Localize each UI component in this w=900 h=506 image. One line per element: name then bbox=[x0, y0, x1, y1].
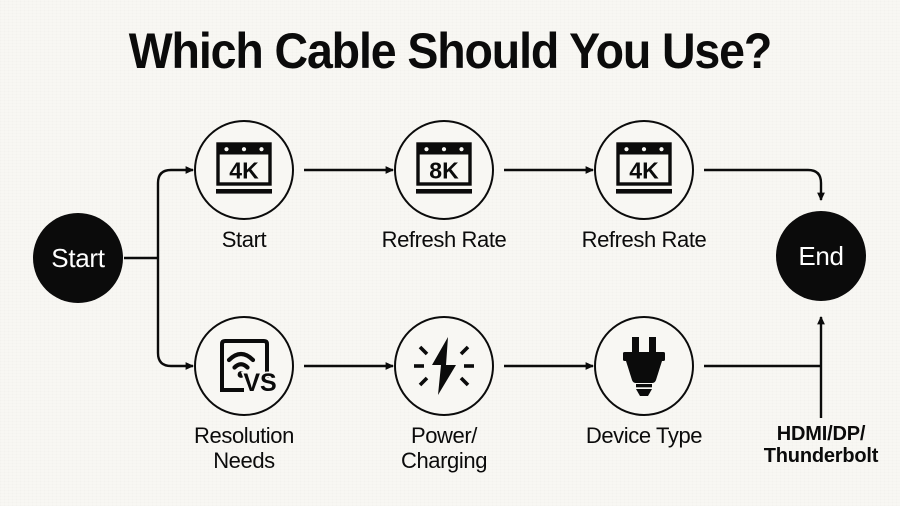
monitor-icon-text: 4K bbox=[629, 158, 659, 184]
step-node-resolution-4k[interactable]: 4K bbox=[194, 120, 294, 220]
step-node-device-type[interactable] bbox=[594, 316, 694, 416]
step-node-power-charging[interactable] bbox=[394, 316, 494, 416]
step-node-refresh-4k[interactable]: 4K bbox=[594, 120, 694, 220]
wire-branch-to-node4 bbox=[156, 258, 194, 370]
screen-wifi-vs-icon: VS bbox=[220, 339, 276, 396]
caption-node-1: Start bbox=[221, 227, 267, 252]
start-node-label: Start bbox=[51, 242, 105, 273]
caption-node-6: Device Type bbox=[585, 423, 703, 448]
lightning-bolt-icon bbox=[414, 337, 474, 395]
wire-branch-to-node1 bbox=[156, 166, 194, 258]
vs-icon-text: VS bbox=[243, 369, 276, 396]
monitor-icon-text: 8K bbox=[429, 158, 459, 184]
end-node[interactable]: End bbox=[776, 211, 866, 301]
power-plug-icon bbox=[623, 337, 665, 396]
start-node[interactable]: Start bbox=[33, 213, 123, 303]
end-node-label: End bbox=[798, 240, 844, 271]
output-cable-label: HDMI/DP/ Thunderbolt bbox=[763, 423, 879, 468]
step-node-resolution-needs[interactable]: VS bbox=[194, 316, 294, 416]
monitor-icon-text: 4K bbox=[229, 158, 259, 184]
wire-node3-to-end bbox=[704, 168, 825, 201]
caption-node-4: Resolution Needs bbox=[194, 423, 294, 473]
monitor-4k-icon: 4K bbox=[616, 142, 672, 194]
caption-node-5: Power/ Charging bbox=[400, 423, 488, 473]
monitor-4k-icon: 4K bbox=[216, 142, 272, 194]
caption-node-3: Refresh Rate bbox=[581, 227, 707, 252]
monitor-8k-icon: 8K bbox=[416, 142, 472, 194]
step-node-refresh-8k[interactable]: 8K bbox=[394, 120, 494, 220]
caption-node-2: Refresh Rate bbox=[381, 227, 507, 252]
page-title: Which Cable Should You Use? bbox=[128, 23, 773, 79]
